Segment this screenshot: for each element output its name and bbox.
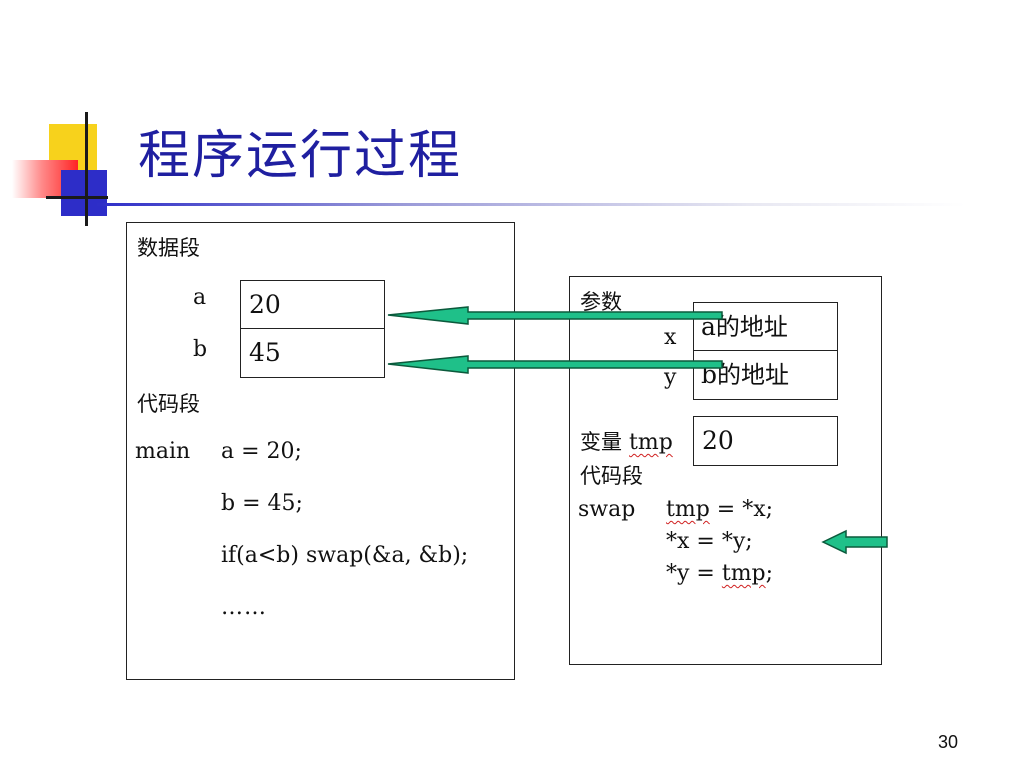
main-func-name: main bbox=[135, 439, 191, 464]
swap-code-line-2: *x = *y; bbox=[666, 529, 753, 555]
title-decoration-vline bbox=[85, 112, 88, 226]
swap-line-1-tmp: tmp bbox=[666, 497, 710, 522]
cell-tmp-value: 20 bbox=[702, 426, 734, 455]
page-number: 30 bbox=[938, 732, 959, 752]
var-tmp-name: tmp bbox=[629, 430, 673, 455]
swap-line-1-post: = *x; bbox=[709, 497, 774, 522]
var-a-name: a bbox=[193, 285, 207, 310]
main-memory-panel: 数据段 a b 代码段 main a = 20; b = 45; if(a<b)… bbox=[126, 222, 515, 680]
main-code-line-1: a = 20; bbox=[221, 439, 302, 464]
swap-line-3-post: ; bbox=[765, 561, 774, 586]
cell-b: 45 bbox=[240, 328, 385, 378]
arrow-y-to-b bbox=[387, 355, 723, 374]
cell-a-value: 20 bbox=[249, 290, 281, 319]
param-x-name: x bbox=[664, 325, 677, 350]
params-label: 参数 bbox=[580, 290, 622, 314]
data-segment-label: 数据段 bbox=[137, 236, 200, 260]
swap-code-line-3: *y = tmp; bbox=[666, 561, 773, 587]
cell-x: a的地址 bbox=[693, 302, 838, 352]
var-label: 变量 bbox=[580, 430, 622, 454]
cell-a: 20 bbox=[240, 280, 385, 330]
slide-title: 程序运行过程 bbox=[138, 126, 463, 186]
swap-line-3-pre: *y = bbox=[666, 561, 722, 586]
main-code-line-3: if(a<b) swap(&a, &b); bbox=[221, 543, 469, 568]
title-underline bbox=[96, 203, 966, 206]
cell-y: b的地址 bbox=[693, 350, 838, 400]
swap-code-line-1: tmp = *x; bbox=[666, 497, 773, 523]
swap-line-2-text: *x = *y; bbox=[666, 529, 753, 554]
arrow-x-to-a bbox=[387, 306, 723, 325]
cell-b-value: 45 bbox=[249, 338, 281, 367]
swap-func-name: swap bbox=[578, 497, 636, 522]
code-segment-label: 代码段 bbox=[137, 392, 200, 416]
main-code-line-2: b = 45; bbox=[221, 491, 303, 516]
cell-tmp: 20 bbox=[693, 416, 838, 466]
title-decoration-hline bbox=[46, 196, 108, 199]
main-code-ellipsis: …… bbox=[221, 595, 267, 620]
cell-x-suffix: 的地址 bbox=[715, 313, 788, 341]
title-decoration-blue bbox=[61, 170, 107, 216]
swap-line-3-tmp: tmp bbox=[721, 561, 766, 586]
swap-code-segment-label: 代码段 bbox=[580, 464, 643, 488]
param-y-name: y bbox=[664, 365, 677, 390]
var-b-name: b bbox=[193, 337, 208, 362]
arrow-current-line bbox=[821, 529, 888, 555]
cell-y-suffix: 的地址 bbox=[717, 361, 790, 389]
var-label-row: 变量 tmp bbox=[580, 429, 673, 456]
